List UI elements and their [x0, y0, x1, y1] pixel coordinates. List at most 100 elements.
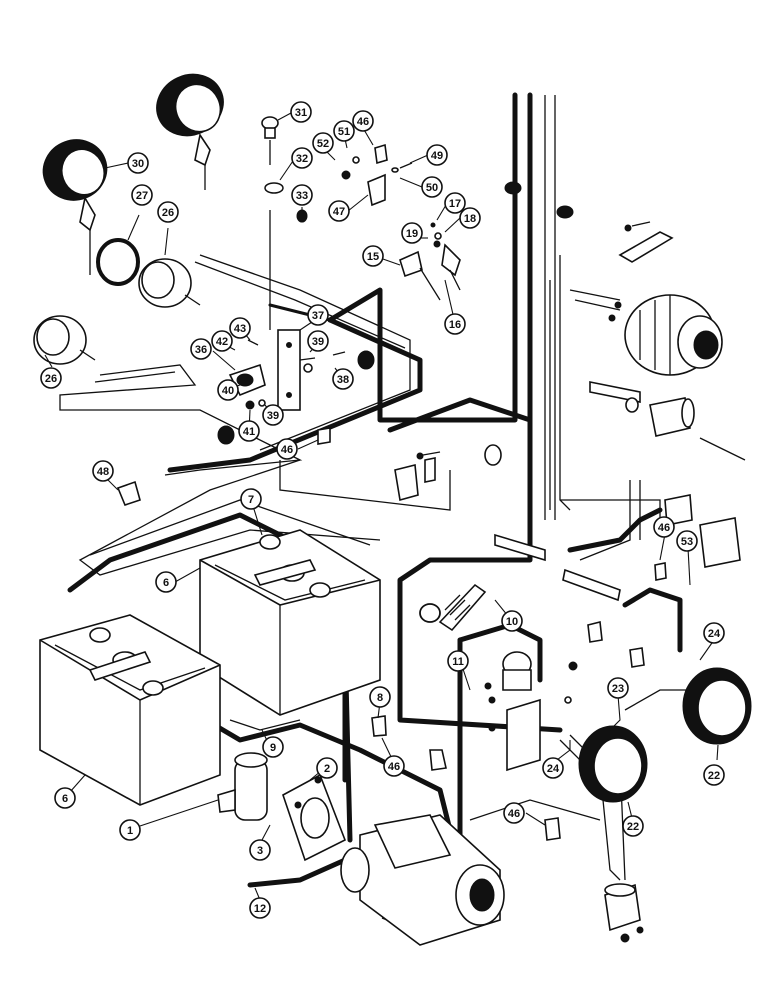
callout-39: 39 — [312, 336, 324, 348]
callout-38: 38 — [337, 374, 349, 386]
callout-26-lower: 26 — [45, 373, 57, 385]
part-resistor-plates — [494, 533, 621, 602]
callout-bubble — [503, 802, 525, 824]
callout-bubble — [369, 686, 391, 708]
callout-bubble — [501, 610, 523, 632]
callout-bubble — [444, 192, 466, 214]
callout-bubble — [352, 110, 374, 132]
part-glow-plug — [419, 583, 487, 632]
callout-bubble — [312, 132, 334, 154]
callout-50: 50 — [426, 182, 438, 194]
callout-42: 42 — [216, 336, 228, 348]
callout-bubble — [155, 571, 177, 593]
callout-7: 7 — [248, 494, 254, 506]
callout-bubble — [276, 438, 298, 460]
callout-bubble — [401, 222, 423, 244]
callout-6: 6 — [163, 577, 169, 589]
part-starter-motor — [340, 814, 505, 946]
part-work-lamp-left — [42, 139, 108, 275]
callout-22-lower: 22 — [627, 821, 639, 833]
callout-bubble — [92, 460, 114, 482]
callout-27: 27 — [136, 190, 148, 202]
callout-bubble — [291, 184, 313, 206]
part-lamp-right-lower — [578, 725, 648, 803]
part-gauge-lower — [33, 315, 96, 365]
part-battery-left — [39, 614, 221, 806]
callout-bubble — [383, 755, 405, 777]
callout-bubble — [290, 101, 312, 123]
callout-bubble — [703, 764, 725, 786]
callout-bubble — [426, 144, 448, 166]
callout-43: 43 — [234, 323, 246, 335]
callout-39-lower: 39 — [267, 410, 279, 422]
callout-bubble — [240, 488, 262, 510]
callout-bubble — [119, 819, 141, 841]
callout-bubble — [421, 176, 443, 198]
part-clips — [116, 143, 667, 841]
callout-32: 32 — [296, 153, 308, 165]
callout-48: 48 — [97, 466, 109, 478]
callout-31: 31 — [295, 107, 307, 119]
part-starter-gasket — [282, 773, 347, 862]
callout-30: 30 — [132, 158, 144, 170]
callout-bubble — [190, 338, 212, 360]
callout-23: 23 — [612, 683, 624, 695]
callout-12: 12 — [254, 903, 266, 915]
part-switch-bracket — [228, 329, 301, 411]
callout-41: 41 — [243, 426, 255, 438]
callout-33: 33 — [296, 190, 308, 202]
callout-26: 26 — [162, 207, 174, 219]
callout-3: 3 — [257, 845, 263, 857]
callout-53: 53 — [681, 536, 693, 548]
callout-19: 19 — [406, 228, 418, 240]
callout-24: 24 — [708, 628, 721, 640]
part-grommets — [217, 181, 574, 445]
part-battery-right — [199, 529, 381, 716]
part-gauge-upper — [138, 258, 201, 308]
callout-bubble — [333, 120, 355, 142]
callout-bubble — [444, 313, 466, 335]
part-solenoid — [502, 651, 541, 772]
callout-49: 49 — [431, 150, 443, 162]
callout-18: 18 — [464, 213, 476, 225]
callout-52: 52 — [317, 138, 329, 150]
callout-bubble — [542, 757, 564, 779]
callout-bubble — [307, 304, 329, 326]
part-flasher — [394, 444, 502, 502]
callout-2: 2 — [324, 763, 330, 775]
callout-bubble — [653, 516, 675, 538]
part-toggle-switch — [399, 243, 461, 301]
callout-22: 22 — [708, 770, 720, 782]
callout-10: 10 — [506, 616, 518, 628]
callout-46-middle: 46 — [281, 444, 293, 456]
callout-bubble — [238, 420, 260, 442]
callout-bubble — [622, 815, 644, 837]
part-mounting-bolt — [589, 381, 695, 437]
callout-bubble — [362, 245, 384, 267]
callout-46-bottom: 46 — [508, 808, 520, 820]
callout-bubble — [291, 147, 313, 169]
callout-37: 37 — [312, 310, 324, 322]
callout-bubble — [676, 530, 698, 552]
callout-11: 11 — [452, 656, 464, 668]
part-horn — [604, 883, 641, 932]
callout-bubble — [131, 184, 153, 206]
callout-bubble — [249, 897, 271, 919]
callout-24-lower: 24 — [547, 763, 560, 775]
callout-bubble — [328, 200, 350, 222]
callout-bubble — [607, 677, 629, 699]
callout-46-right: 46 — [658, 522, 670, 534]
callout-bubble — [54, 787, 76, 809]
callout-1: 1 — [127, 825, 133, 837]
callout-bubble — [307, 330, 329, 352]
callout-46-lower: 46 — [388, 761, 400, 773]
callout-36: 36 — [195, 344, 207, 356]
part-work-lamp-upper — [156, 73, 224, 190]
part-lamp-right-upper — [682, 667, 752, 745]
callout-9: 9 — [270, 742, 276, 754]
part-coil — [217, 752, 268, 821]
part-bezel-ring — [96, 238, 140, 286]
part-key-switch — [261, 116, 308, 330]
